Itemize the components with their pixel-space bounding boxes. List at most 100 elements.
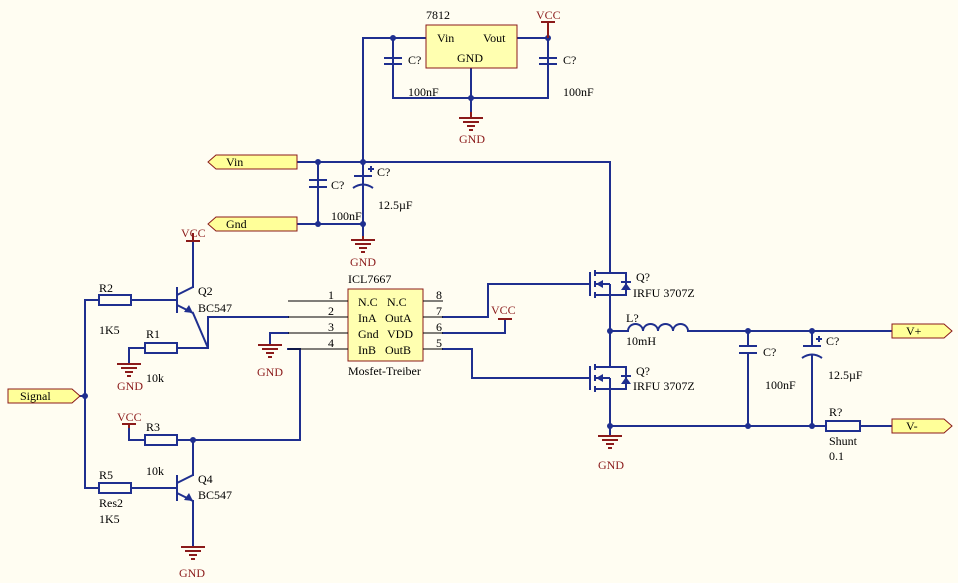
vcc-symbol-q2: VCC (181, 226, 206, 242)
port-vin-label: Vin (226, 155, 243, 169)
driver-pin-number: 8 (436, 288, 442, 302)
gnd-label: GND (179, 566, 205, 580)
gnd-label: GND (350, 255, 376, 269)
cap-out-elko-value: 12.5µF (828, 368, 863, 382)
inductor-ref: L? (626, 311, 639, 325)
resistor-r1: R1 10k (144, 327, 178, 385)
cap-vin-elko-value: 12.5µF (378, 198, 413, 212)
cap-vin-ceramic-ref: C? (331, 178, 344, 192)
resistor-r2: R2 1K5 (98, 281, 132, 337)
driver-pin-label: InA (358, 311, 377, 325)
cap-vin-elko-ref: C? (377, 165, 390, 179)
resistor-shunt-name: Shunt (829, 434, 858, 448)
resistor-shunt-value: 0.1 (829, 449, 844, 463)
cap-out-ceramic-ref: C? (763, 345, 776, 359)
port-signal-label: Signal (20, 389, 51, 403)
vcc-label: VCC (536, 8, 561, 22)
transistor-q2-ref: Q2 (198, 284, 213, 298)
driver-pin-label: OutB (385, 343, 411, 357)
gnd-symbol-regulator: GND (459, 112, 485, 146)
driver-pin-number: 1 (328, 288, 334, 302)
cap-out-elko-ref: C? (826, 334, 839, 348)
port-vplus: V+ (891, 323, 953, 339)
cap-vin-elko: C? 12.5µF (352, 165, 413, 224)
resistor-shunt-ref: R? (829, 405, 842, 419)
driver-pin-number: 3 (328, 320, 334, 334)
port-vin: Vin (207, 154, 298, 170)
transistor-q2: Q2 BC547 (176, 284, 232, 315)
gnd-symbol-bridge: GND (598, 435, 624, 472)
gnd-symbol-q4: GND (179, 546, 205, 580)
driver-pin-number: 2 (328, 304, 334, 318)
resistor-shunt: R? Shunt 0.1 (825, 405, 861, 463)
gnd-label: GND (598, 458, 624, 472)
transistor-q4-ref: Q4 (198, 472, 213, 486)
driver-pin-number: 6 (436, 320, 442, 334)
driver-pin-number: 7 (436, 304, 442, 318)
mosfet-low-side: Q? IRFU 3707Z (580, 362, 695, 394)
driver-pin-label: InB (358, 343, 376, 357)
driver-pin-label: VDD (387, 327, 413, 341)
driver-name: ICL7667 (348, 272, 391, 286)
regulator-gnd-pin: GND (457, 51, 483, 65)
regulator-name: 7812 (426, 8, 450, 22)
gnd-label: GND (257, 365, 283, 379)
gnd-label: GND (459, 132, 485, 146)
cap-vin-ceramic-value: 100nF (331, 209, 362, 223)
cap-reg-in-value: 100nF (408, 85, 439, 99)
cap-vin-ceramic: C? 100nF (309, 162, 362, 224)
mosfet-high-side: Q? IRFU 3707Z (580, 268, 695, 300)
cap-out-ceramic: C? 100nF (739, 345, 796, 392)
resistor-r5-name: Res2 (99, 496, 123, 510)
resistor-r3: R3 10k (144, 420, 178, 478)
resistor-r5-ref: R5 (99, 468, 113, 482)
cap-reg-in: C? 100nF (384, 38, 439, 99)
transistor-q4-part: BC547 (198, 488, 232, 502)
gnd-symbol-vin-caps: GND (350, 236, 376, 269)
driver-pin-label: Gnd (358, 327, 379, 341)
resistor-r5: R5 Res2 1K5 (98, 468, 132, 526)
transistor-q2-part: BC547 (198, 301, 232, 315)
resistor-r3-ref: R3 (146, 420, 160, 434)
resistor-r2-ref: R2 (99, 281, 113, 295)
driver-caption: Mosfet-Treiber (348, 364, 421, 378)
resistor-r1-value: 10k (146, 371, 164, 385)
port-signal: Signal (7, 388, 81, 404)
port-gnd-label: Gnd (226, 217, 247, 231)
port-vminus: V- (891, 418, 953, 434)
vcc-label: VCC (117, 410, 142, 424)
port-gnd: Gnd (207, 216, 298, 232)
inductor-l: L? 10mH (626, 311, 689, 348)
driver-pin-label: N.C (387, 295, 407, 309)
cap-out-ceramic-value: 100nF (765, 378, 796, 392)
port-vplus-label: V+ (906, 324, 922, 338)
driver-pin-label: OutA (385, 311, 412, 325)
mosfet-low-ref: Q? (636, 364, 650, 378)
cap-reg-out-ref: C? (563, 53, 576, 67)
mosfet-low-part: IRFU 3707Z (633, 379, 695, 393)
junctions (82, 35, 815, 443)
vcc-label: VCC (181, 226, 206, 240)
cap-reg-in-ref: C? (408, 53, 421, 67)
vcc-symbol-r3: VCC (117, 410, 142, 428)
vcc-label: VCC (491, 303, 516, 317)
mosfet-high-ref: Q? (636, 270, 650, 284)
cap-reg-out: C? 100nF (539, 38, 594, 99)
driver-pin-number: 4 (328, 336, 334, 350)
gnd-symbol-driver: GND (257, 344, 283, 379)
resistor-r1-ref: R1 (146, 327, 160, 341)
resistor-r5-value: 1K5 (99, 512, 120, 526)
inductor-value: 10mH (626, 334, 656, 348)
gnd-symbol-r1: GND (117, 363, 143, 393)
regulator-vout-pin: Vout (483, 31, 506, 45)
cap-reg-out-value: 100nF (563, 85, 594, 99)
resistor-r2-value: 1K5 (99, 323, 120, 337)
regulator-7812: 7812 Vin Vout GND (425, 8, 518, 69)
driver-pin-number: 5 (436, 336, 442, 350)
driver-icl7667: ICL7667 Mosfet-Treiber 1 2 3 4 8 7 6 5 N… (288, 272, 443, 378)
port-vminus-label: V- (906, 419, 918, 433)
regulator-vin-pin: Vin (437, 31, 454, 45)
vcc-symbol-driver: VCC (491, 303, 516, 320)
transistor-q4: Q4 BC547 (176, 472, 232, 502)
